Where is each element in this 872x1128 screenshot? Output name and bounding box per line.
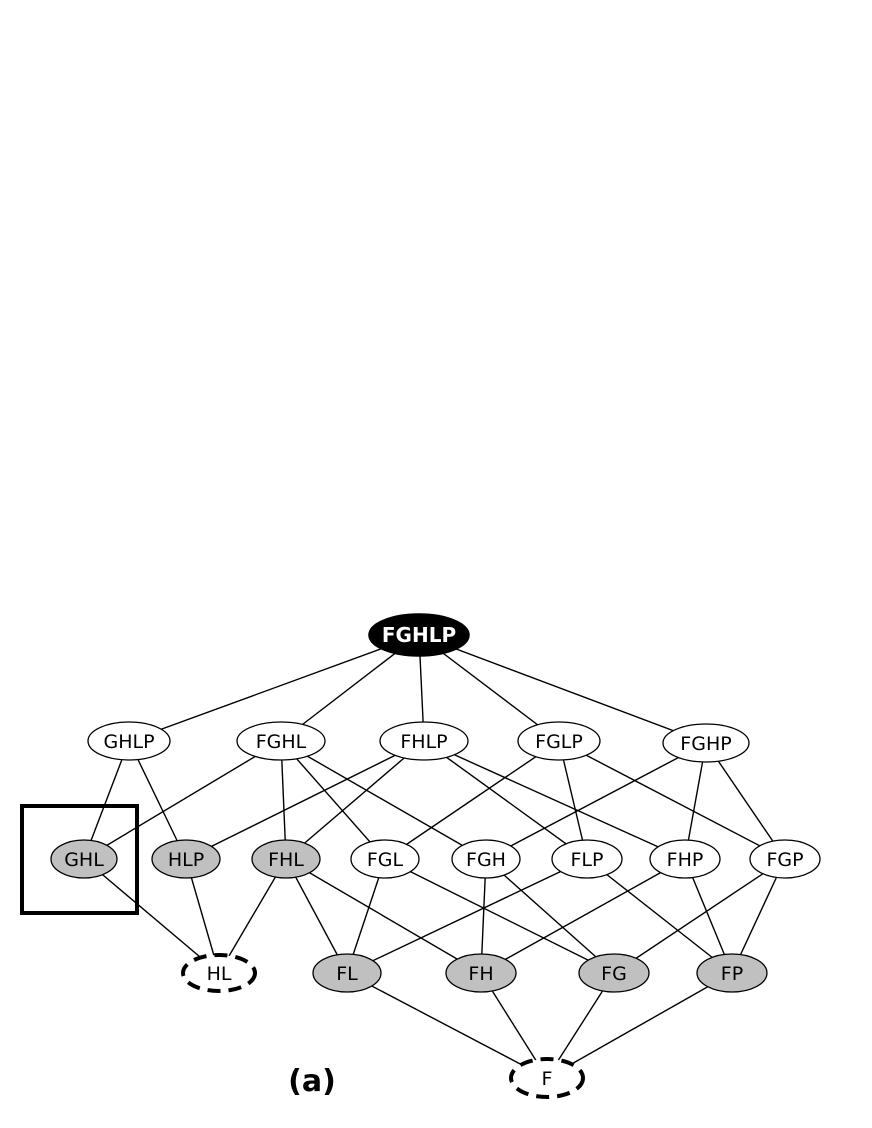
node-hlp: HLP <box>151 839 221 879</box>
node-fp: FP <box>696 953 768 993</box>
node-fl-ellipse <box>312 953 382 993</box>
node-fg-label: FG <box>601 963 627 985</box>
node-fgl: FGL <box>350 839 420 879</box>
node-fhp-ellipse <box>649 839 721 879</box>
node-fgh: FGH <box>451 839 521 879</box>
node-fghl-label: FGHL <box>256 731 307 753</box>
node-fghlp-label: FGHLP <box>382 623 456 647</box>
node-fghp: FGHP <box>662 723 750 763</box>
node-hl: HL <box>181 953 257 993</box>
node-fhlp-label: FHLP <box>400 731 447 753</box>
node-fglp: FGLP <box>517 721 601 761</box>
node-fghlp: FGHLP <box>368 613 470 657</box>
edge-ghlp-hlp <box>128 740 187 860</box>
node-fhlp-ellipse <box>379 721 469 761</box>
node-fghp-label: FGHP <box>680 733 731 755</box>
node-fhl: FHL <box>251 839 321 879</box>
node-fp-label: FP <box>721 963 743 985</box>
edge-ghl-hl <box>83 858 220 974</box>
node-fgh-label: FGH <box>466 849 506 871</box>
edge-fhlp-hlp <box>185 740 425 860</box>
edge-fhlp-fhl <box>285 740 425 860</box>
node-f-label: F <box>542 1068 553 1090</box>
node-flp-ellipse <box>551 839 623 879</box>
edge-fgh-fg <box>485 858 615 974</box>
edge-fglp-flp <box>558 740 588 860</box>
node-fghl: FGHL <box>236 721 326 761</box>
edge-fhlp-flp <box>423 740 588 860</box>
edge-fghl-fhl <box>280 740 287 860</box>
edge-fghlp-ghlp <box>128 634 420 742</box>
node-fghl-ellipse <box>236 721 326 761</box>
node-fglp-ellipse <box>517 721 601 761</box>
edge-fp-f <box>546 972 733 1079</box>
node-fhp: FHP <box>649 839 721 879</box>
node-fhp-label: FHP <box>667 849 704 871</box>
node-fgp-ellipse <box>749 839 821 879</box>
node-fgp: FGP <box>749 839 821 879</box>
node-fghlp-ellipse <box>368 613 470 657</box>
node-f-ellipse <box>509 1057 585 1099</box>
node-fgh-ellipse <box>451 839 521 879</box>
edge-fghp-fgp <box>705 742 786 860</box>
edge-fhp-fh <box>480 858 686 974</box>
node-fh: FH <box>445 953 517 993</box>
edge-fhl-hl <box>218 858 287 974</box>
node-ghlp-label: GHLP <box>103 731 154 753</box>
node-fhl-label: FHL <box>268 849 304 871</box>
edge-flp-fl <box>346 858 588 974</box>
node-ghlp: GHLP <box>87 721 171 761</box>
edge-fghl-ghl <box>83 740 282 860</box>
node-fh-ellipse <box>445 953 517 993</box>
node-fghp-ellipse <box>662 723 750 763</box>
node-fgp-label: FGP <box>766 849 803 871</box>
node-ghl-ellipse <box>50 839 118 879</box>
edge-fghlp-fghp <box>418 634 707 744</box>
node-fl-label: FL <box>336 963 358 985</box>
node-fgl-label: FGL <box>367 849 404 871</box>
node-fg-ellipse <box>578 953 650 993</box>
edge-fhlp-fhp <box>423 740 686 860</box>
node-hlp-label: HLP <box>168 849 204 871</box>
node-hlp-ellipse <box>151 839 221 879</box>
node-fg: FG <box>578 953 650 993</box>
node-ghl-label: GHL <box>64 849 104 871</box>
edge-fhl-fl <box>285 858 348 974</box>
edge-ghlp-ghl <box>83 740 130 860</box>
edge-fghl-fgl <box>280 740 386 860</box>
node-ghlp-ellipse <box>87 721 171 761</box>
node-fhl-ellipse <box>251 839 321 879</box>
node-fglp-label: FGLP <box>535 731 583 753</box>
node-hl-label: HL <box>207 963 232 985</box>
edge-fl-f <box>346 972 548 1079</box>
node-f: F <box>509 1057 585 1099</box>
node-flp: FLP <box>551 839 623 879</box>
highlight-box <box>20 804 139 915</box>
edge-flp-fp <box>586 858 733 974</box>
node-hl-ellipse <box>181 953 257 993</box>
node-ghl: GHL <box>50 839 118 879</box>
edge-fgl-fg <box>384 858 615 974</box>
node-flp-label: FLP <box>571 849 604 871</box>
edge-fghl-fgh <box>280 740 487 860</box>
figure-caption: (a) <box>288 1064 336 1099</box>
node-fl: FL <box>312 953 382 993</box>
edge-fglp-fgp <box>558 740 786 860</box>
node-fp-ellipse <box>696 953 768 993</box>
node-fh-label: FH <box>468 963 493 985</box>
edge-fhl-fh <box>285 858 482 974</box>
edge-fglp-fgl <box>384 740 560 860</box>
edge-fghp-fgh <box>485 742 707 860</box>
node-fgl-ellipse <box>350 839 420 879</box>
edge-fgp-fg <box>613 858 786 974</box>
node-fhlp: FHLP <box>379 721 469 761</box>
